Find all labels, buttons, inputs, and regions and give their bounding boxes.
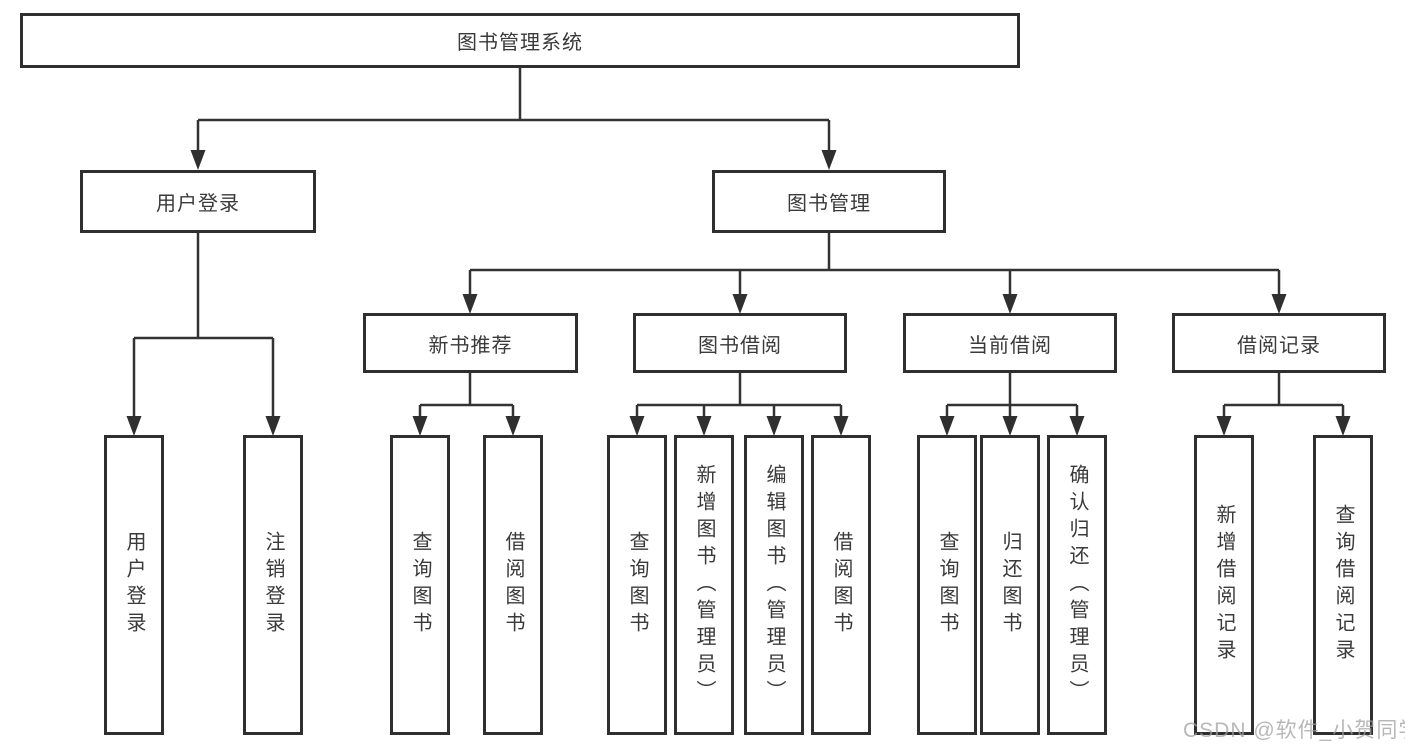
csdn-watermark: CSDN @软件_小贺同学: [1183, 719, 1405, 742]
node-borrow-record: 借阅记录: [1172, 313, 1386, 373]
node-root-system: 图书管理系统: [20, 13, 1020, 68]
leaf-label: 归还图书: [999, 531, 1021, 639]
leaf-add-borrow-record: 新增借阅记录: [1194, 435, 1254, 735]
node-label: 借阅记录: [1237, 334, 1321, 357]
leaf-label: 用户登录: [123, 531, 145, 639]
leaf-label: 查询图书: [936, 531, 958, 639]
node-new-book-recommend: 新书推荐: [363, 313, 578, 373]
node-label: 当前借阅: [968, 334, 1052, 357]
leaf-query-books-recommend: 查询图书: [390, 435, 450, 735]
leaf-borrow-books: 借阅图书: [811, 435, 871, 735]
leaf-query-books-borrow: 查询图书: [607, 435, 667, 735]
leaf-query-borrow-record: 查询借阅记录: [1313, 435, 1373, 735]
node-label: 图书管理: [787, 193, 871, 215]
leaf-label: 借阅图书: [830, 531, 852, 639]
leaf-label: 注销登录: [262, 531, 284, 639]
leaf-return-books: 归还图书: [980, 435, 1040, 735]
node-label: 图书借阅: [698, 334, 782, 357]
leaf-add-books-admin: 新增图书（管理员）: [674, 435, 734, 735]
node-label: 图书管理系统: [457, 32, 583, 54]
leaf-confirm-return-admin: 确认归还（管理员）: [1047, 435, 1107, 735]
leaf-logout: 注销登录: [243, 435, 303, 735]
leaf-label: 借阅图书: [502, 531, 524, 639]
leaf-label: 编辑图书（管理员）: [763, 463, 785, 707]
node-book-borrow: 图书借阅: [633, 313, 847, 373]
leaf-user-login: 用户登录: [104, 435, 164, 735]
leaf-label: 新增借阅记录: [1213, 504, 1235, 666]
leaf-label: 查询图书: [626, 531, 648, 639]
node-current-borrow: 当前借阅: [903, 313, 1117, 373]
node-label: 新书推荐: [428, 334, 513, 357]
leaf-label: 新增图书（管理员）: [693, 463, 715, 707]
leaf-label: 确认归还（管理员）: [1066, 463, 1088, 707]
leaf-borrow-books-recommend: 借阅图书: [483, 435, 543, 735]
leaf-edit-books-admin: 编辑图书（管理员）: [744, 435, 804, 735]
node-book-management: 图书管理: [712, 170, 946, 233]
leaf-label: 查询借阅记录: [1332, 504, 1354, 666]
leaf-label: 查询图书: [409, 531, 431, 639]
leaf-query-books-current: 查询图书: [917, 435, 977, 735]
node-user-login: 用户登录: [80, 170, 316, 233]
node-label: 用户登录: [156, 193, 240, 215]
